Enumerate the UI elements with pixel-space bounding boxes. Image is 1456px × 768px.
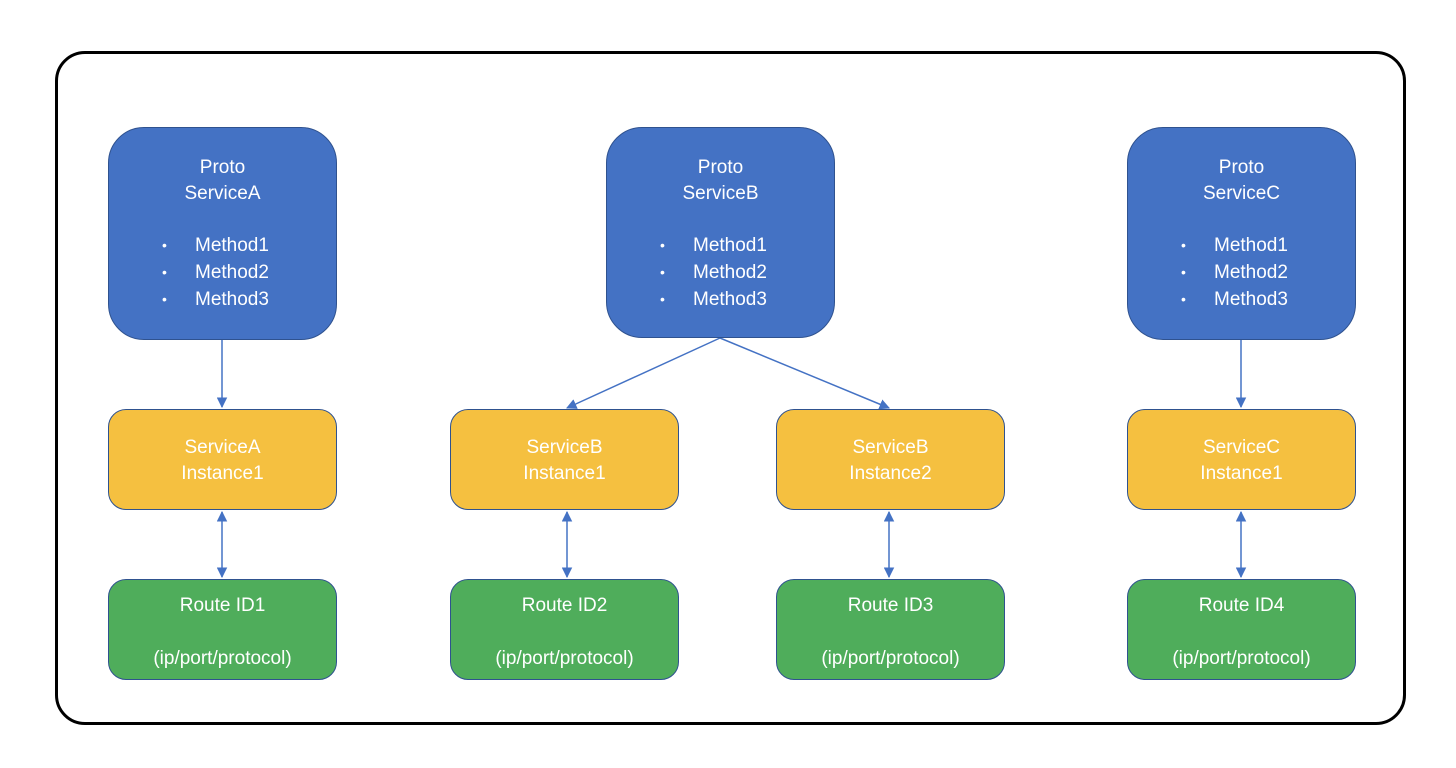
method-label: Method1 <box>693 235 767 256</box>
service-c-instance-1: ServiceC Instance1 <box>1127 409 1356 510</box>
method-label: Method3 <box>195 289 269 310</box>
method-label: Method3 <box>693 289 767 310</box>
method-label: Method3 <box>1214 289 1288 310</box>
method-item: • Method2 <box>655 259 767 286</box>
bullet-icon: • <box>162 291 167 307</box>
method-list: • Method1 • Method2 • Method3 <box>655 232 767 313</box>
method-item: • Method1 <box>1176 232 1288 259</box>
route-id-1: Route ID1 (ip/port/protocol) <box>108 579 337 680</box>
bullet-icon: • <box>162 264 167 280</box>
bullet-icon: • <box>1181 264 1186 280</box>
service-name: ServiceC <box>1202 183 1281 204</box>
proto-service-b: Proto ServiceB • Method1 • Method2 • Method… <box>606 127 835 338</box>
method-item: • Method3 <box>1176 286 1288 313</box>
bullet-icon: • <box>162 237 167 253</box>
route-name: Route ID4 <box>1198 595 1285 616</box>
instance-service-name: ServiceB <box>526 437 603 458</box>
route-id-3: Route ID3 (ip/port/protocol) <box>776 579 1005 680</box>
service-a-instance-1: ServiceA Instance1 <box>108 409 337 510</box>
instance-id: Instance2 <box>849 463 932 484</box>
bullet-icon: • <box>1181 291 1186 307</box>
service-b-instance-2: ServiceB Instance2 <box>776 409 1005 510</box>
arrow-proto-b-to-instance-b2 <box>719 337 890 410</box>
method-item: • Method1 <box>655 232 767 259</box>
instance-id: Instance1 <box>1200 463 1283 484</box>
method-label: Method2 <box>1214 262 1288 283</box>
method-label: Method1 <box>1214 235 1288 256</box>
proto-service-b-title: Proto ServiceB <box>607 155 834 207</box>
proto-label: Proto <box>697 157 744 178</box>
method-label: Method2 <box>195 262 269 283</box>
instance-label: ServiceC Instance1 <box>1128 435 1355 487</box>
method-item: • Method2 <box>1176 259 1288 286</box>
instance-label: ServiceB Instance1 <box>451 435 678 487</box>
proto-label: Proto <box>199 157 246 178</box>
instance-id: Instance1 <box>181 463 264 484</box>
method-item: • Method1 <box>157 232 269 259</box>
route-name: Route ID2 <box>521 595 608 616</box>
instance-service-name: ServiceB <box>852 437 929 458</box>
route-detail: (ip/port/protocol) <box>495 648 634 669</box>
instance-id: Instance1 <box>523 463 606 484</box>
route-id-2: Route ID2 (ip/port/protocol) <box>450 579 679 680</box>
method-list: • Method1 • Method2 • Method3 <box>1176 232 1288 313</box>
method-label: Method1 <box>195 235 269 256</box>
bullet-icon: • <box>660 264 665 280</box>
instance-service-name: ServiceC <box>1202 437 1281 458</box>
arrow-proto-b-to-instance-b1 <box>566 337 721 409</box>
method-item: • Method2 <box>157 259 269 286</box>
method-item: • Method3 <box>157 286 269 313</box>
proto-service-a-title: Proto ServiceA <box>109 155 336 207</box>
method-item: • Method3 <box>655 286 767 313</box>
method-list: • Method1 • Method2 • Method3 <box>157 232 269 313</box>
proto-service-a: Proto ServiceA • Method1 • Method2 • Method… <box>108 127 337 340</box>
proto-service-c-title: Proto ServiceC <box>1128 155 1355 207</box>
instance-label: ServiceB Instance2 <box>777 435 1004 487</box>
proto-service-c: Proto ServiceC • Method1 • Method2 • Method… <box>1127 127 1356 340</box>
method-label: Method2 <box>693 262 767 283</box>
route-name: Route ID3 <box>847 595 934 616</box>
route-name: Route ID1 <box>179 595 266 616</box>
route-detail: (ip/port/protocol) <box>1172 648 1311 669</box>
route-detail: (ip/port/protocol) <box>821 648 960 669</box>
bullet-icon: • <box>1181 237 1186 253</box>
bullet-icon: • <box>660 291 665 307</box>
service-b-instance-1: ServiceB Instance1 <box>450 409 679 510</box>
proto-label: Proto <box>1218 157 1265 178</box>
route-id-4: Route ID4 (ip/port/protocol) <box>1127 579 1356 680</box>
service-name: ServiceA <box>184 183 261 204</box>
instance-label: ServiceA Instance1 <box>109 435 336 487</box>
route-detail: (ip/port/protocol) <box>153 648 292 669</box>
instance-service-name: ServiceA <box>184 437 261 458</box>
service-name: ServiceB <box>682 183 759 204</box>
bullet-icon: • <box>660 237 665 253</box>
